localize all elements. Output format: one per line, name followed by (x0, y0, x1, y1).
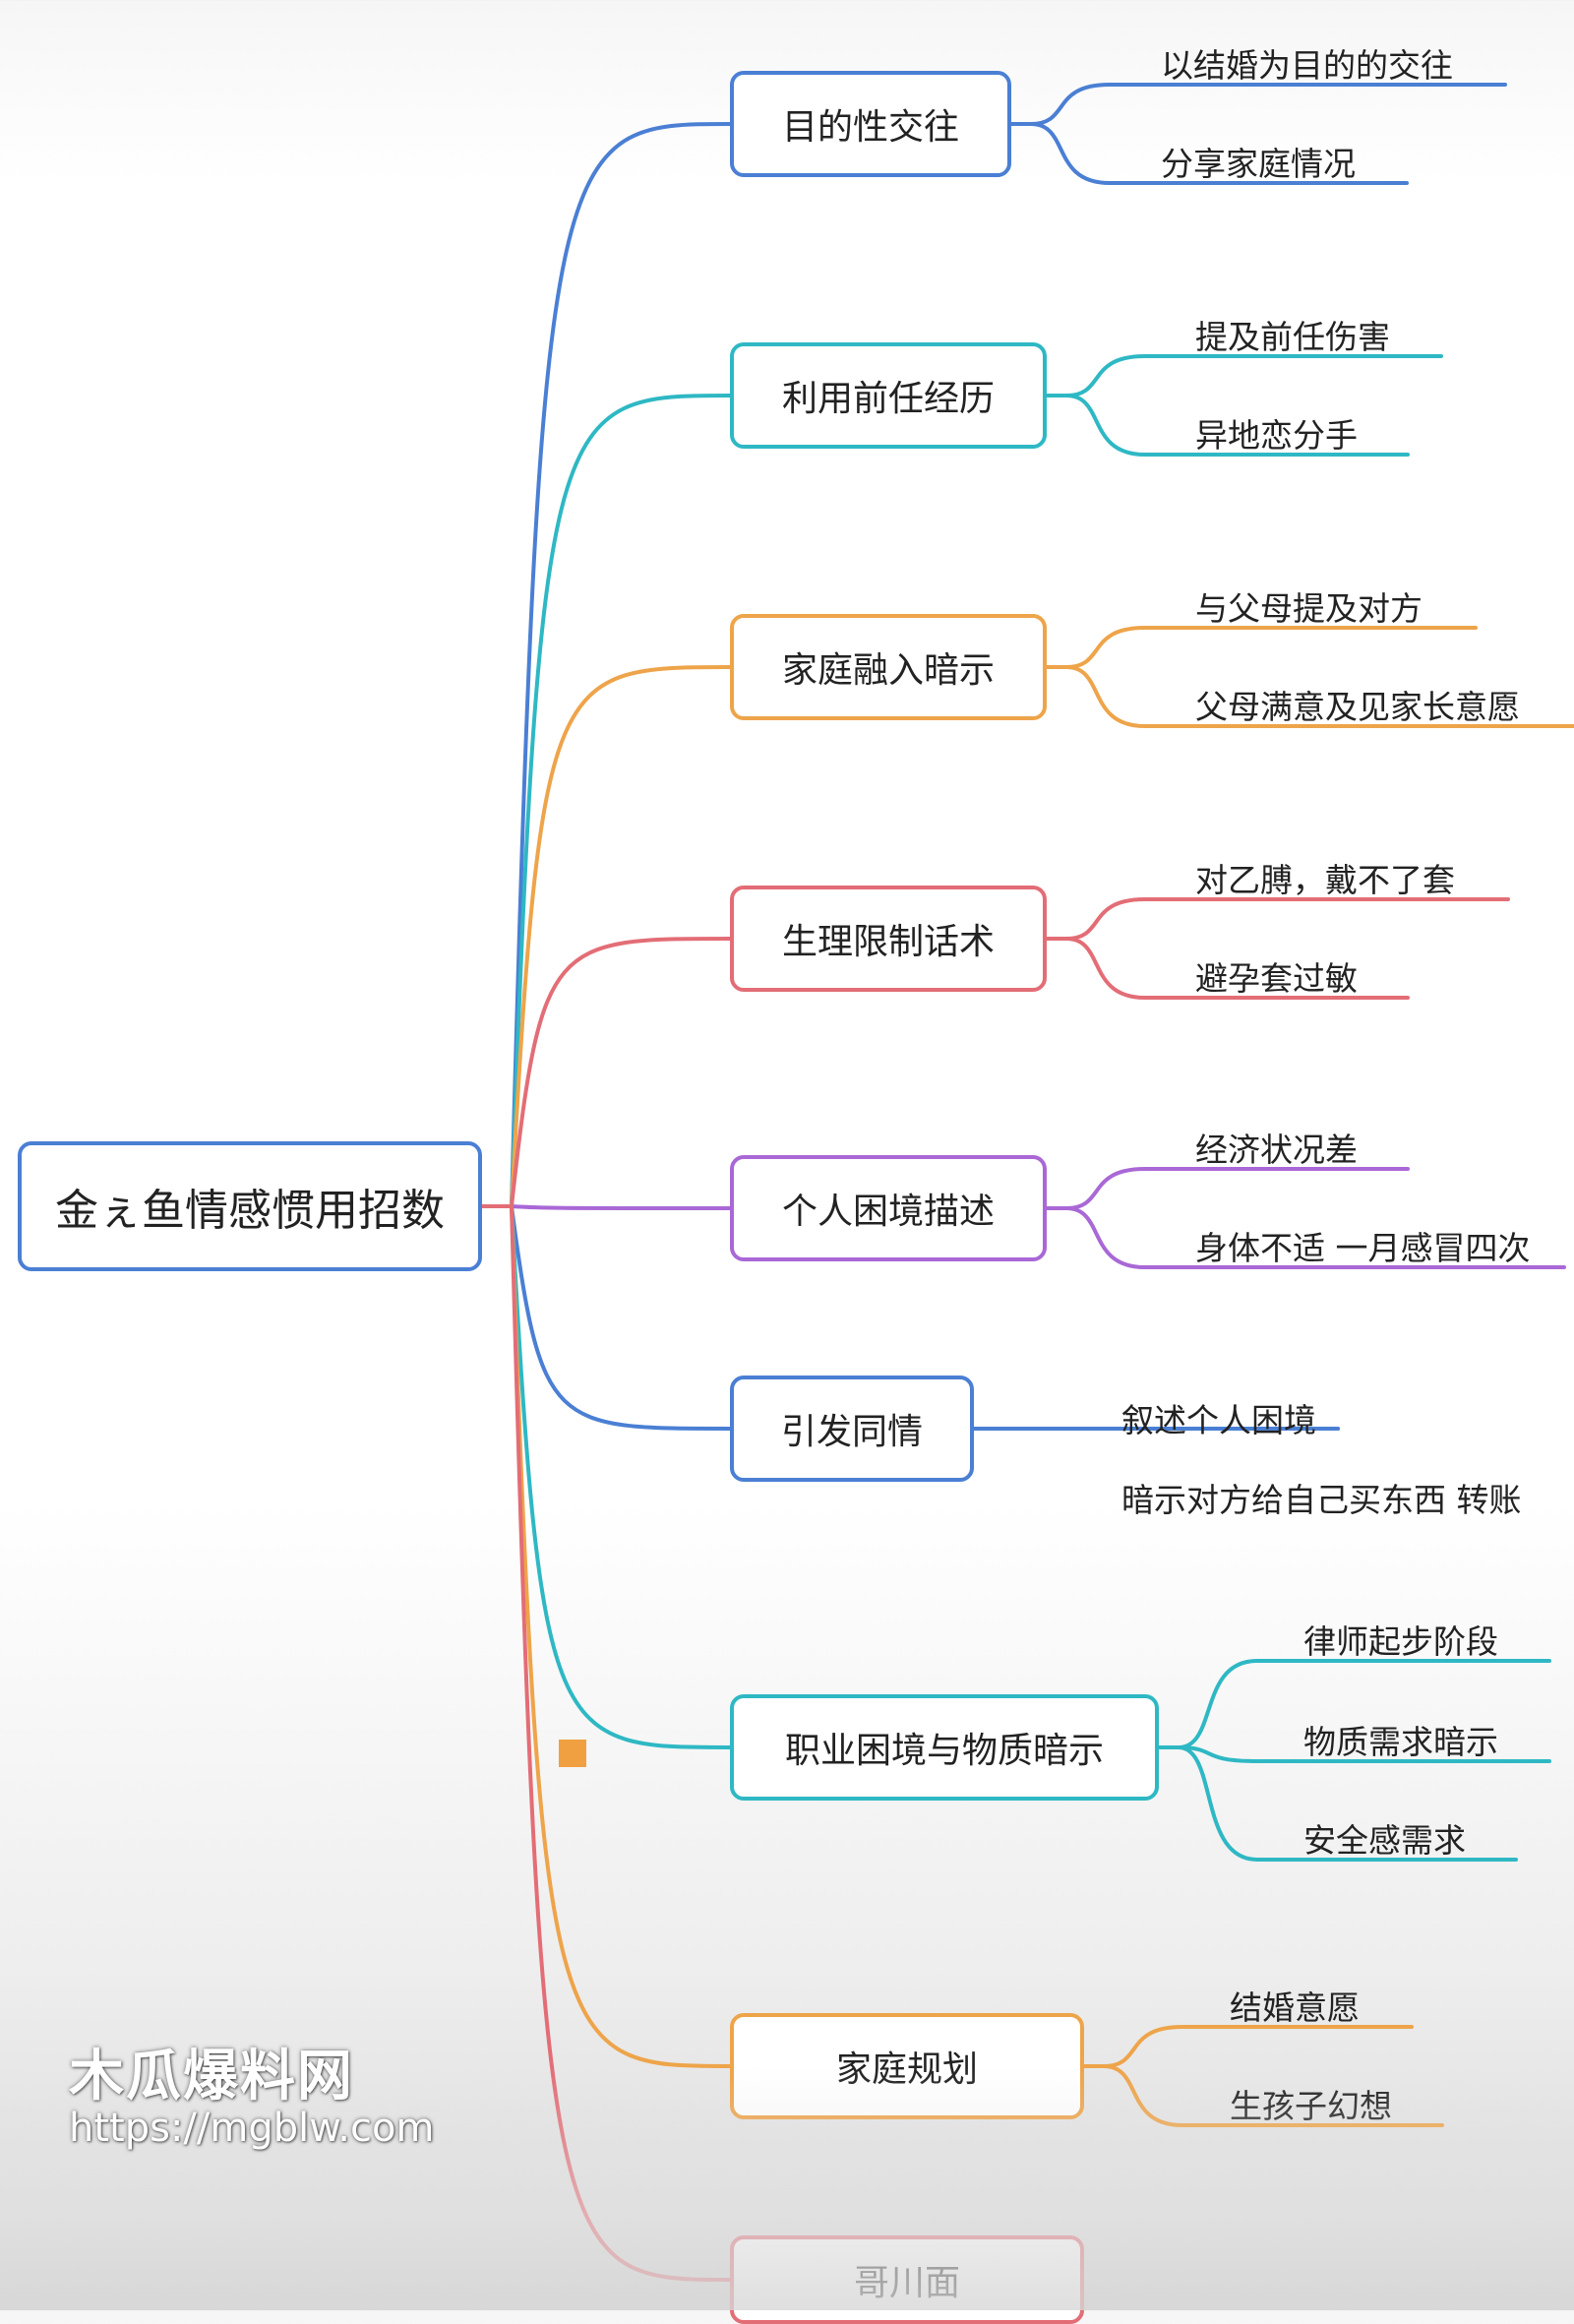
leaf-connector (1045, 665, 1574, 728)
branch-connector (510, 1204, 732, 1210)
root-node: 金ぇ鱼情感惯用招数 (18, 1141, 482, 1271)
orange-square-marker (559, 1740, 586, 1767)
leaf-text: 身体不适 一月感冒四次 (1195, 1229, 1531, 1267)
leaf-connector (1009, 83, 1507, 126)
leaf-text: 避孕套过敏 (1195, 959, 1358, 998)
branch-label: 目的性交往 (781, 107, 959, 148)
branch-label: 个人困境描述 (781, 1192, 995, 1232)
leaf-connector (1045, 626, 1478, 669)
watermark-title: 木瓜爆料网 (69, 2045, 354, 2109)
branch-node: 家庭规划 (730, 2013, 1084, 2119)
branch-connector (510, 1204, 732, 1431)
leaf-text: 提及前任伤害 (1195, 318, 1390, 356)
branch-label: 生理限制话术 (781, 922, 995, 962)
branch-connector (510, 1204, 732, 1749)
leaf-connector (1045, 1167, 1410, 1210)
leaf-text: 物质需求暗示 (1303, 1723, 1498, 1761)
watermark-url: https://mgblw.com (69, 2106, 435, 2151)
branch-connector (510, 665, 732, 1208)
leaf-text: 生孩子幻想 (1230, 2087, 1392, 2125)
branch-node: 利用前任经历 (730, 342, 1047, 449)
leaf-connector (1009, 122, 1409, 185)
branch-connector (510, 122, 732, 1208)
leaf-connector (1045, 394, 1410, 457)
leaf-text: 与父母提及对方 (1195, 589, 1423, 628)
leaf-connector (1082, 2025, 1414, 2068)
branch-label: 职业困境与物质暗示 (784, 1731, 1104, 1771)
root-label: 金ぇ鱼情感惯用招数 (55, 1186, 445, 1236)
leaf-text: 暗示对方给自己买东西 转账 (1121, 1481, 1522, 1519)
leaf-text: 异地恋分手 (1195, 416, 1358, 455)
leaf-connector (1045, 897, 1510, 941)
branch-node: 引发同情 (730, 1376, 974, 1482)
leaf-text: 结婚意愿 (1230, 1988, 1360, 2027)
branch-node: 生理限制话术 (730, 886, 1047, 992)
leaf-text: 经济状况差 (1195, 1131, 1358, 1169)
leaf-text: 律师起步阶段 (1303, 1622, 1498, 1661)
branch-connector (510, 1204, 732, 2068)
branch-label: 家庭融入暗示 (781, 650, 995, 691)
branch-label: 哥川面 (853, 2263, 960, 2303)
leaf-text: 安全感需求 (1303, 1821, 1466, 1860)
leaf-connector (1045, 1206, 1566, 1269)
branch-node: 目的性交往 (730, 71, 1011, 177)
branch-connector (510, 937, 732, 1208)
leaf-connector (1045, 354, 1443, 398)
leaf-connector (1045, 937, 1410, 1000)
leaf-connector (1157, 1745, 1518, 1862)
branch-label: 利用前任经历 (781, 379, 995, 419)
branch-node: 哥川面 (730, 2235, 1084, 2324)
leaf-text: 叙述个人困境 (1121, 1401, 1316, 1439)
leaf-text: 以结婚为目的的交往 (1161, 46, 1453, 85)
branch-connector (510, 394, 732, 1208)
leaf-text: 父母满意及见家长意愿 (1195, 688, 1520, 726)
branch-node: 职业困境与物质暗示 (730, 1694, 1159, 1801)
branch-node: 家庭融入暗示 (730, 614, 1047, 720)
branch-label: 引发同情 (780, 1412, 923, 1452)
branch-label: 家庭规划 (835, 2049, 978, 2090)
leaf-text: 分享家庭情况 (1161, 145, 1356, 183)
leaf-text: 对乙膊，戴不了套 (1195, 861, 1455, 899)
branch-node: 个人困境描述 (730, 1155, 1047, 1261)
